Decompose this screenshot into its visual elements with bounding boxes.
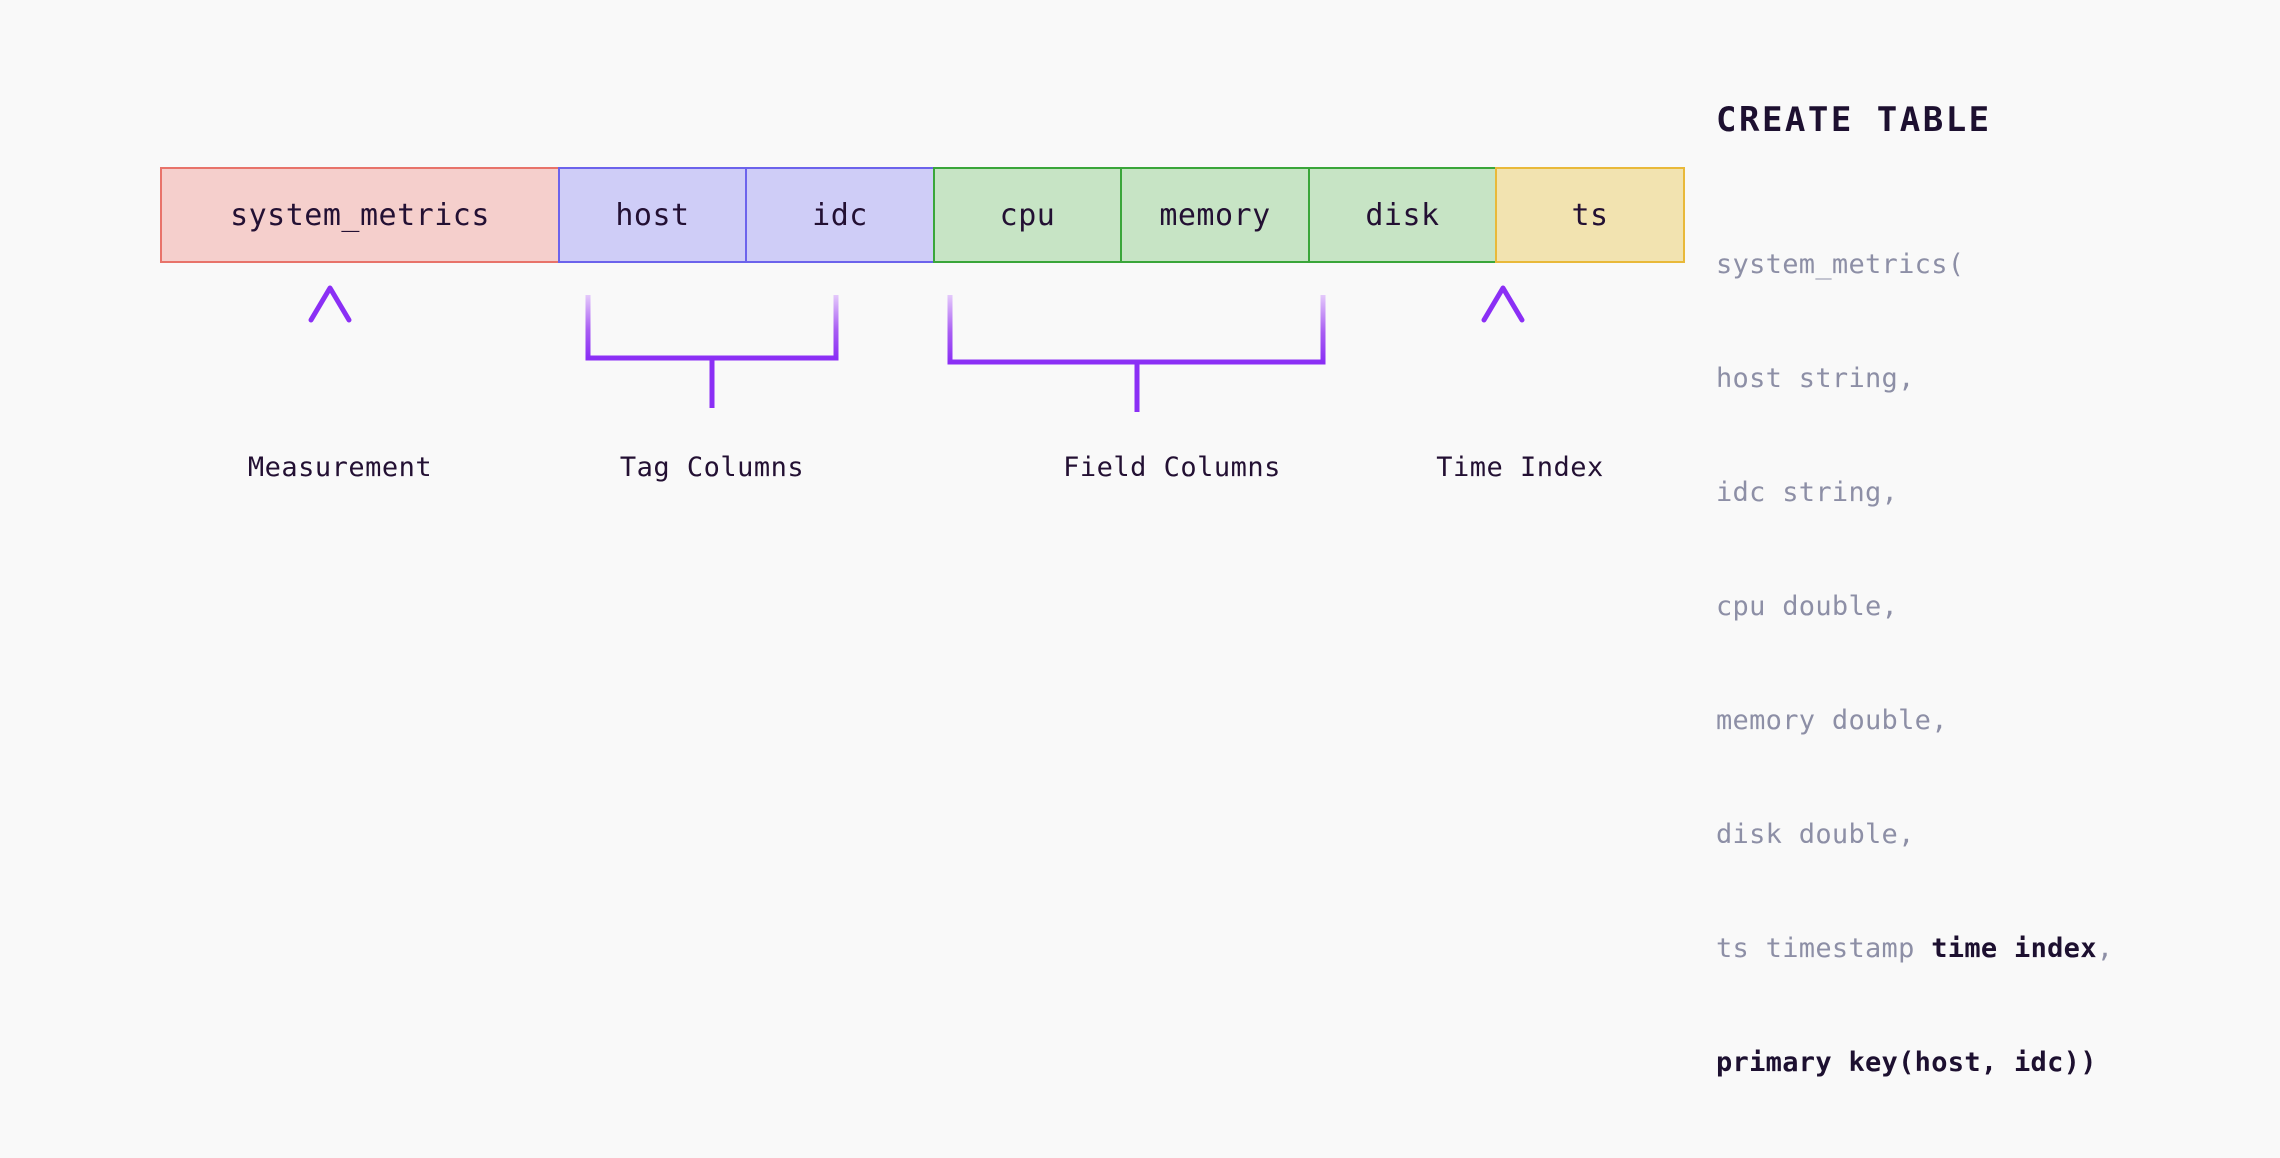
schema-cell-label: system_metrics: [230, 197, 490, 233]
sql-line-time-index: ts timestamp time index,: [1716, 930, 2256, 968]
schema-cell-cpu[interactable]: cpu: [932, 167, 1123, 263]
annotation-label-field-columns: Field Columns: [1063, 452, 1281, 483]
sql-line-suffix: ,: [2096, 933, 2114, 964]
sql-line-prefix: ts timestamp: [1716, 933, 1932, 964]
diagram-canvas: system_metrics host idc cpu memory disk …: [160, 100, 2113, 1078]
sql-line: system_metrics(: [1716, 249, 1965, 280]
sql-line: idc string,: [1716, 477, 1899, 508]
sql-line: disk double,: [1716, 819, 1915, 850]
sql-line-primary-key: primary key(host, idc)): [1716, 1047, 2097, 1078]
measurement-arrow-icon: [308, 285, 352, 415]
schema-row: system_metrics host idc cpu memory disk …: [160, 167, 1685, 263]
annotation-label-measurement: Measurement: [247, 452, 433, 483]
sql-line: cpu double,: [1716, 591, 1899, 622]
schema-cell-idc[interactable]: idc: [745, 167, 935, 263]
annotation-label-time-index: Time Index: [1436, 452, 1604, 483]
schema-cell-system_metrics[interactable]: system_metrics: [160, 167, 560, 263]
schema-cell-label: memory: [1159, 197, 1271, 233]
time-index-arrow-icon: [1481, 285, 1525, 415]
schema-cell-label: ts: [1571, 197, 1609, 233]
schema-cell-disk[interactable]: disk: [1307, 167, 1498, 263]
schema-cell-label: host: [615, 197, 690, 233]
sql-keyword-time-index: time index: [1931, 933, 2097, 964]
sql-panel: CREATE TABLE system_metrics( host string…: [1716, 100, 2256, 1158]
annotation-label-tag-columns: Tag Columns: [619, 452, 805, 483]
field-columns-bracket-icon: [947, 295, 1326, 412]
schema-cell-host[interactable]: host: [557, 167, 748, 263]
schema-cell-label: cpu: [999, 197, 1056, 233]
sql-title: CREATE TABLE: [1716, 100, 1992, 140]
sql-body: system_metrics( host string, idc string,…: [1716, 170, 2256, 1158]
sql-line: host string,: [1716, 363, 1915, 394]
schema-cell-ts[interactable]: ts: [1495, 167, 1685, 263]
tag-columns-bracket-icon: [585, 295, 839, 408]
schema-cell-memory[interactable]: memory: [1120, 167, 1310, 263]
schema-cell-label: idc: [812, 197, 868, 233]
schema-cell-label: disk: [1365, 197, 1440, 233]
sql-line: memory double,: [1716, 705, 1948, 736]
